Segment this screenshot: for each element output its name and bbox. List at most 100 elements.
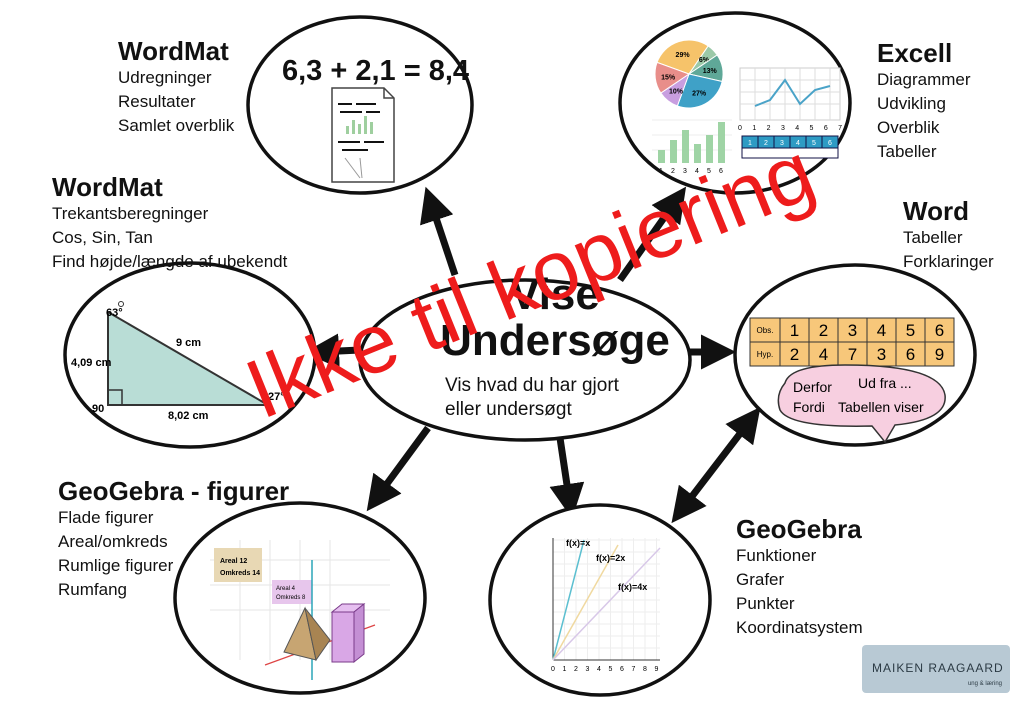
arrow-to-excell bbox=[617, 186, 687, 283]
word-table-cell-value: 4 bbox=[877, 321, 886, 340]
node-item: Forklaringer bbox=[903, 252, 994, 271]
arrow-to-wordmat-mid bbox=[304, 333, 361, 369]
node-item: Overblik bbox=[877, 118, 940, 137]
center-subtitle: Vis hvad du har gjort eller undersøgt bbox=[445, 374, 645, 422]
node-heading: Excell bbox=[877, 38, 953, 68]
line-axis-label: 0 bbox=[738, 125, 742, 132]
word-table-cell-value: 6 bbox=[935, 321, 944, 340]
word-table-cell bbox=[924, 341, 955, 367]
brand-name: MAIKEN RAAGAARD bbox=[872, 661, 1004, 675]
word-table-row-label: Obs. bbox=[757, 326, 774, 335]
word-table-row-label-cell bbox=[749, 317, 781, 343]
pie-label: 29% bbox=[676, 52, 691, 59]
bar-axis-label: 2 bbox=[671, 168, 675, 175]
node-item: Koordinatsystem bbox=[736, 618, 863, 637]
node-item: Punkter bbox=[736, 594, 795, 613]
line-axis-label: 6 bbox=[824, 125, 828, 132]
center-title-line2: Undersøge bbox=[440, 316, 670, 365]
excel-table-cell-text: 6 bbox=[828, 140, 832, 147]
pie-label: 6% bbox=[699, 57, 710, 64]
word-table-row-label: Hyp. bbox=[757, 350, 773, 359]
pie-slice bbox=[656, 39, 709, 75]
triangle-figure: 63° 90 27° 9 cm 4,09 cm 8,02 cm bbox=[71, 301, 285, 422]
line-axis-label: 4 bbox=[795, 125, 799, 132]
node-geogebra-label: GeoGebra Funktioner Grafer Punkter Koord… bbox=[736, 514, 863, 640]
excel-table-cell-text: 3 bbox=[780, 140, 784, 147]
bubble-word-tabellen-viser: Tabellen viser bbox=[838, 399, 924, 415]
line-axis-label: 5 bbox=[810, 125, 814, 132]
node-wordmat-top-label: WordMat Udregninger Resultater Samlet ov… bbox=[118, 36, 234, 138]
word-table-cell-value: 2 bbox=[790, 345, 799, 364]
line-fx-2x bbox=[552, 544, 619, 661]
bubble-word-ud-fra: Ud fra ... bbox=[858, 375, 912, 391]
bar-axis-label: 4 bbox=[695, 168, 699, 175]
triangle-angle-right: 27° bbox=[268, 391, 285, 403]
node-item: Udregninger bbox=[118, 68, 212, 87]
center-title: Vise Undersøge bbox=[440, 272, 670, 364]
svg-text:Areal 4: Areal 4 bbox=[276, 586, 296, 592]
node-item: Trekantsberegninger bbox=[52, 204, 209, 223]
speech-bubble: Derfor Fordi Ud fra ... Tabellen viser bbox=[777, 364, 946, 444]
node-heading: WordMat bbox=[52, 172, 163, 202]
word-table-cell bbox=[808, 341, 839, 367]
bar-axis-label: 5 bbox=[707, 168, 711, 175]
line-fx-x bbox=[552, 539, 585, 661]
center-sub-line1: Vis hvad du har gjort bbox=[445, 375, 619, 396]
node-item: Find højde/længde af ubekendt bbox=[52, 252, 288, 271]
graph-axis-label: 5 bbox=[609, 666, 613, 673]
excel-table-cell-text: 2 bbox=[764, 140, 768, 147]
word-table-cell-value: 3 bbox=[848, 321, 857, 340]
pie-slice bbox=[654, 61, 691, 94]
graph-axis-label: 0 bbox=[551, 666, 555, 673]
node-word-label: Word Tabeller Forklaringer bbox=[903, 196, 994, 274]
node-geogebra-figurer-label: GeoGebra - figurer Flade figurer Areal/o… bbox=[58, 476, 289, 602]
pie-label: 27% bbox=[692, 91, 707, 98]
bar-axis-label: 3 bbox=[683, 168, 687, 175]
node-heading: GeoGebra bbox=[736, 514, 862, 544]
word-table-cell-value: 7 bbox=[848, 345, 857, 364]
pie-label: 15% bbox=[661, 75, 676, 82]
triangle-hypotenuse-label: 9 cm bbox=[176, 337, 201, 349]
triangle-angle-top: 63° bbox=[106, 307, 123, 319]
arrow-to-geogebra bbox=[549, 437, 585, 519]
node-heading: WordMat bbox=[118, 36, 229, 66]
word-table-cell-value: 2 bbox=[819, 321, 828, 340]
center-ellipse bbox=[358, 278, 692, 442]
word-table-cell bbox=[837, 317, 868, 343]
word-table-cell-value: 3 bbox=[877, 345, 886, 364]
graph-axis-label: 4 bbox=[597, 666, 601, 673]
node-item: Udvikling bbox=[877, 94, 946, 113]
line-fx-4x bbox=[552, 547, 661, 661]
triangle-angle-bottom-left: 90 bbox=[92, 403, 104, 415]
pie-chart-icon: 29%6%13%27%10%15% bbox=[654, 39, 724, 109]
graph-axis-label: 8 bbox=[643, 666, 647, 673]
node-heading: GeoGebra - figurer bbox=[58, 476, 290, 506]
node-heading: Word bbox=[903, 196, 969, 226]
node-item: Samlet overblik bbox=[118, 116, 235, 135]
svg-text:Omkreds 8: Omkreds 8 bbox=[276, 595, 306, 601]
word-table-cell-value: 5 bbox=[906, 321, 915, 340]
excel-table-cell-text: 5 bbox=[812, 140, 816, 147]
label-fx-2x: f(x)=2x bbox=[596, 553, 625, 563]
line-axis-label: 1 bbox=[752, 125, 756, 132]
line-axis-label: 2 bbox=[767, 125, 771, 132]
document-icon bbox=[331, 87, 395, 183]
graph-axis-label: 3 bbox=[586, 666, 590, 673]
equation: 6,3 + 2,1 = 8,4 bbox=[282, 55, 470, 87]
word-table-row-label-cell bbox=[749, 341, 781, 367]
connector-arrows bbox=[304, 186, 761, 524]
center-title-line1: Vise bbox=[510, 270, 600, 319]
brand-tag: ung & læring bbox=[967, 681, 1002, 687]
excel-table-cell-text: 4 bbox=[796, 140, 800, 147]
node-item: Grafer bbox=[736, 570, 785, 589]
node-item: Diagrammer bbox=[877, 70, 971, 89]
triangle-left-label: 4,09 cm bbox=[71, 357, 112, 369]
bar-axis-label: 6 bbox=[719, 168, 723, 175]
label-fx-x: f(x)=x bbox=[566, 538, 590, 548]
